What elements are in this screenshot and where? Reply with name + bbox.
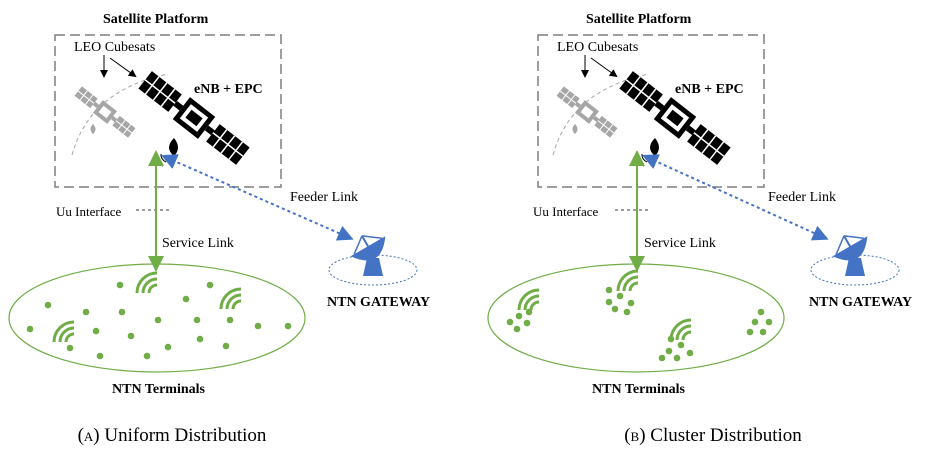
platform-title: Satellite Platform <box>586 12 692 27</box>
enb-epc-label: eNB + EPC <box>194 82 263 97</box>
caption-text: Cluster Distribution <box>650 425 802 446</box>
small-satellite-icon <box>72 84 138 140</box>
ntn-gateway-label: NTN GATEWAY <box>809 295 913 310</box>
cubesats-label: LEO Cubesats <box>74 40 156 55</box>
signal-waves-icon <box>135 271 159 295</box>
terminal-area-ellipse <box>487 263 785 373</box>
panel-cluster-distribution: Satellite Platform LEO Cubesats eNB + EP… <box>481 0 931 458</box>
caption: (b) Cluster Distribution <box>543 425 883 447</box>
caption-letter: (a) <box>77 425 100 446</box>
cubesat-arrow-big <box>109 57 137 78</box>
feeder-link-label: Feeder Link <box>768 190 837 205</box>
caption-letter: (b) <box>624 425 646 446</box>
caption-text: Uniform Distribution <box>104 425 267 446</box>
satellite-dish-icon <box>810 224 900 286</box>
satellite-dish-icon <box>328 224 418 286</box>
small-satellite-icon <box>554 84 620 140</box>
service-link-label: Service Link <box>162 236 234 251</box>
uu-interface-label: Uu Interface <box>533 204 599 219</box>
caption: (a) Uniform Distribution <box>2 425 342 447</box>
terminal-clusters <box>506 286 773 362</box>
cubesats-label: LEO Cubesats <box>557 40 639 55</box>
scene-diagram <box>487 34 900 373</box>
satellite-platform-box <box>54 34 282 188</box>
platform-title: Satellite Platform <box>103 12 209 27</box>
ntn-terminals-label: NTN Terminals <box>112 382 205 397</box>
satellite-platform-box <box>537 34 765 188</box>
signal-waves-icon <box>517 288 541 312</box>
terminal-dots <box>26 281 292 360</box>
signal-waves-icon <box>616 269 640 293</box>
feeder-link-label: Feeder Link <box>290 190 359 205</box>
enb-epc-label: eNB + EPC <box>675 82 744 97</box>
signal-waves-icon <box>219 287 243 311</box>
ntn-gateway-label: NTN GATEWAY <box>327 295 431 310</box>
panel-uniform-distribution: Satellite Platform LEO Cubesats eNB + EP… <box>0 0 465 458</box>
feeder-link-arrow[interactable] <box>642 154 829 241</box>
cubesat-arrow-big <box>590 57 618 78</box>
service-link-label: Service Link <box>644 236 716 251</box>
ntn-terminals-label: NTN Terminals <box>592 382 685 397</box>
signal-waves-icon <box>669 318 693 342</box>
scene-diagram <box>8 34 418 373</box>
signal-waves-icon <box>52 320 76 344</box>
terminal-area-ellipse <box>8 263 306 373</box>
feeder-link-arrow[interactable] <box>161 154 354 241</box>
uu-interface-label: Uu Interface <box>56 204 122 219</box>
